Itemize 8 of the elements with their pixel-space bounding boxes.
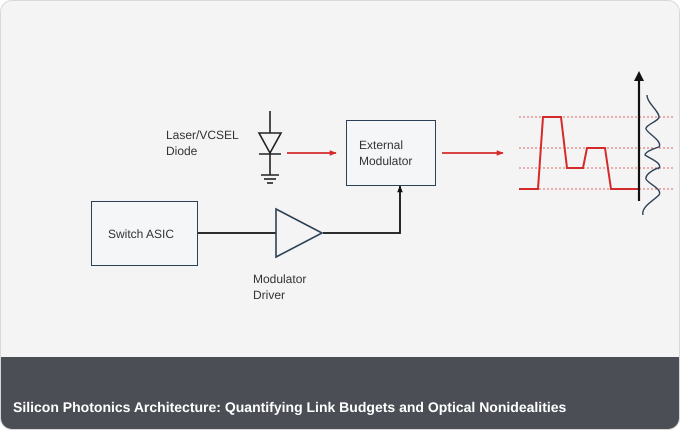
caption: Silicon Photonics Architecture: Quantifying Link Budgets and Optical Nonidealities — [13, 399, 566, 415]
component-label: Laser/VCSEL Diode — [166, 127, 240, 159]
component-label: Modulator Driver — [253, 271, 308, 303]
arrow — [323, 185, 403, 234]
process-box: External Modulator — [346, 120, 436, 186]
arrow — [442, 150, 504, 156]
process-box: Switch ASIC — [91, 201, 198, 266]
arrow — [287, 150, 337, 156]
